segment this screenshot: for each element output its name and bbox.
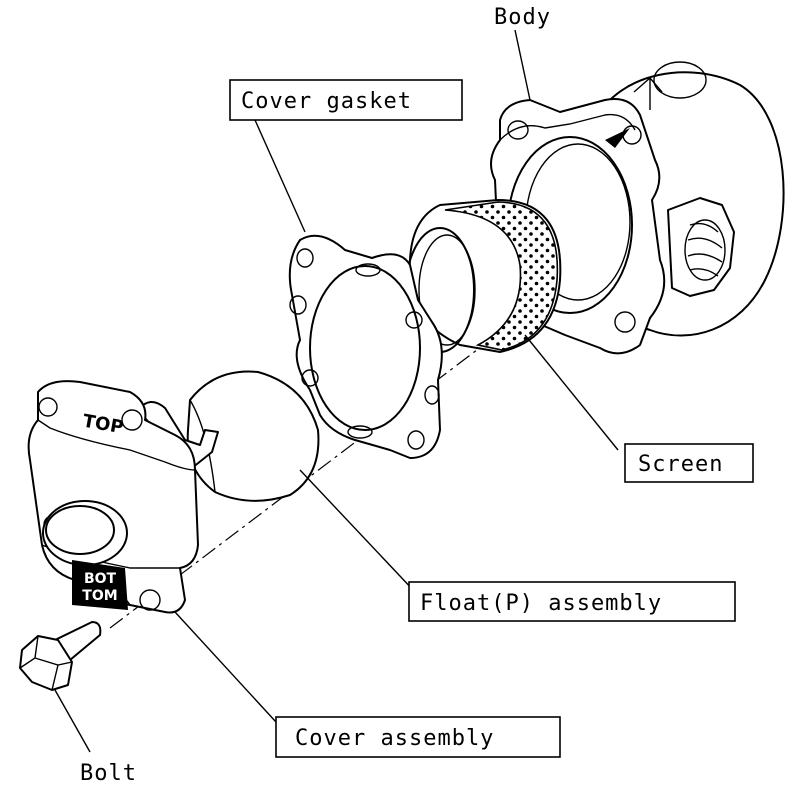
label-bolt: Bolt [80,761,137,786]
cover-assembly-part: TOP BOT TOM [27,380,199,614]
label-cover-gasket: Cover gasket [229,79,463,121]
float-part [137,370,320,502]
label-float-assembly-text: Float(P) assembly [420,591,662,616]
cover-gasket-part [288,234,443,459]
leader-lines [54,29,619,753]
label-body-text: Body [494,5,551,30]
label-float-assembly: Float(P) assembly [408,581,736,622]
label-bolt-text: Bolt [80,761,137,786]
label-screen: Screen [624,443,754,483]
label-body: Body [494,5,551,30]
label-cover-gasket-text: Cover gasket [241,89,412,114]
label-screen-text: Screen [638,452,723,477]
label-cover-assembly: Cover assembly [275,716,561,758]
label-cover-assembly-text: Cover assembly [295,726,494,751]
bolt-part [19,621,102,691]
bottom-marking-line1: BOT [84,571,117,587]
bottom-marking-line2: TOM [82,588,117,604]
